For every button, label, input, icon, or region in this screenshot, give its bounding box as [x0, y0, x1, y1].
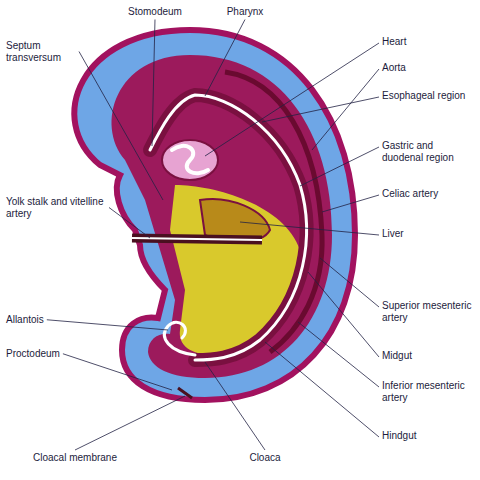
structure-label: Cloacal membrane — [33, 452, 117, 464]
structure-label: Liver — [382, 228, 404, 240]
leader-line — [240, 222, 379, 235]
leader-line — [322, 195, 379, 212]
structure-label: Septum transversum — [6, 40, 76, 63]
leader-line — [109, 208, 150, 239]
body-cavity — [170, 185, 302, 355]
leader-line — [75, 396, 185, 450]
leader-line — [205, 43, 379, 156]
structure-label: Esophageal region — [382, 90, 465, 102]
structure-label: Cloaca — [249, 452, 280, 464]
leader-line — [265, 342, 379, 437]
structure-label: Yolk stalk and vitelline artery — [6, 196, 106, 219]
gut-tube — [150, 95, 307, 360]
leader-line — [205, 20, 245, 97]
leader-line — [262, 97, 379, 122]
leader-line — [152, 20, 155, 147]
structure-label: Heart — [382, 36, 406, 48]
yolk-stalk — [132, 238, 262, 240]
structure-label: Stomodeum — [128, 6, 182, 18]
leader-line — [63, 354, 172, 390]
leader-line — [205, 362, 265, 450]
structure-label: Inferior mesenteric artery — [382, 380, 476, 403]
structure-label: Gastric and duodenal region — [382, 140, 476, 163]
structure-label: Midgut — [382, 350, 412, 362]
structure-label: Pharynx — [227, 6, 264, 18]
structure-label: Celiac artery — [382, 188, 438, 200]
leader-line — [79, 52, 163, 201]
structure-label: Allantois — [6, 314, 44, 326]
leader-line — [47, 320, 168, 330]
leader-line — [298, 322, 379, 387]
allantois — [164, 322, 195, 355]
leader-line — [308, 272, 379, 357]
leader-line — [320, 258, 379, 307]
heart-tube — [172, 146, 208, 173]
structure-label: Proctodeum — [6, 348, 60, 360]
structure-label: Superior mesenteric artery — [382, 300, 476, 323]
structure-label: Aorta — [382, 62, 406, 74]
heart — [162, 140, 218, 180]
gut-lumen — [150, 95, 307, 360]
cloacal-membrane — [178, 388, 192, 398]
structure-label: Hindgut — [382, 430, 416, 442]
leader-line — [300, 147, 379, 186]
vitelline-artery — [132, 238, 262, 240]
mesoderm-layer — [112, 55, 332, 378]
